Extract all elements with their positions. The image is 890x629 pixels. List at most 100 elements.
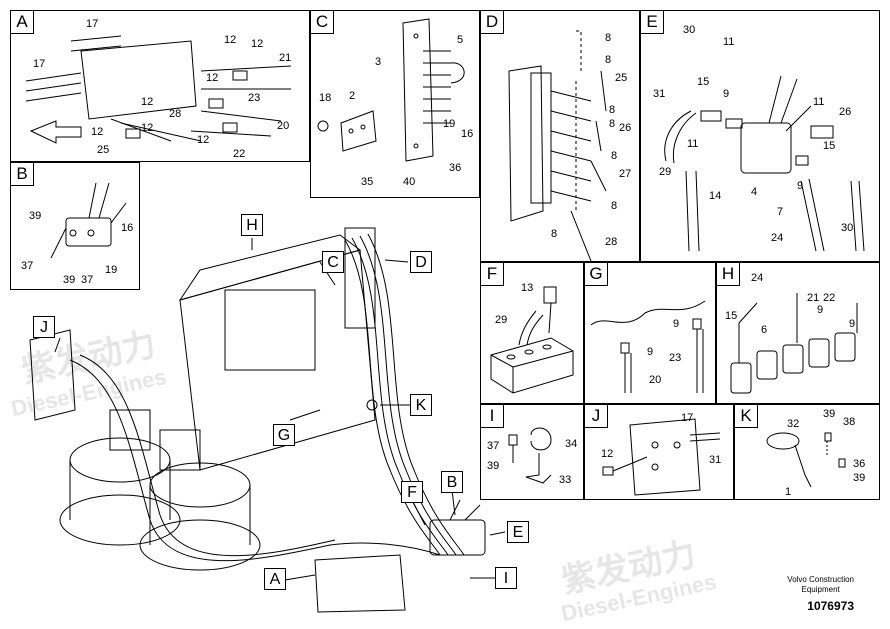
callout-label: 28	[169, 108, 182, 120]
callout-label: 12	[601, 448, 614, 460]
detail-panel-a: A 17 17 12 12 21 12 23 12 28 20 12 12 25…	[10, 10, 310, 162]
callout-label: 16	[461, 128, 474, 140]
callout-label: 24	[771, 232, 784, 244]
callout-label: 29	[495, 314, 508, 326]
detail-panel-f: F 13 29	[480, 262, 584, 404]
callout-label: 9	[849, 318, 856, 330]
tag-d: D	[410, 251, 432, 273]
callout-label: 12	[251, 38, 264, 50]
drawing-number: 1076973	[807, 599, 854, 613]
callout-label: 37	[81, 274, 94, 286]
callout-label: 37	[21, 260, 34, 272]
callout-label: 39	[853, 472, 866, 484]
callout-label: 17	[86, 18, 99, 30]
callout-label: 31	[653, 88, 666, 100]
callout-label: 19	[105, 264, 118, 276]
detail-panel-b: B 39 37 39 37 16 19	[10, 162, 140, 290]
callout-label: 5	[457, 34, 464, 46]
tag-e: E	[507, 521, 529, 543]
callout-label: 1	[785, 486, 792, 498]
control-lever-drawing	[50, 182, 127, 259]
callout-label: 15	[725, 310, 738, 322]
caption-line: Volvo Construction	[787, 575, 854, 584]
panel-letter: E	[641, 11, 664, 34]
callout-label: 18	[319, 92, 332, 104]
block-fitting-drawing	[490, 286, 574, 394]
callout-label: 22	[233, 148, 246, 160]
callout-label: 38	[843, 416, 856, 428]
callout-label: 35	[361, 176, 374, 188]
callout-label: 17	[33, 58, 46, 70]
callout-label: 15	[697, 76, 710, 88]
callout-label: 7	[777, 206, 784, 218]
callout-label: 23	[248, 92, 261, 104]
callout-label: 25	[97, 144, 110, 156]
detail-panel-j: J 17 12 31	[584, 404, 734, 500]
tag-g: G	[273, 424, 295, 446]
pilot-valve-drawing	[664, 75, 865, 252]
hose-plate-drawing	[25, 35, 292, 144]
callout-label: 9	[797, 180, 804, 192]
callout-label: 33	[559, 474, 572, 486]
detail-panel-h: H 24 21 22 15 6 9 9	[716, 262, 880, 404]
distributor-block-drawing	[317, 18, 465, 162]
callout-label: 12	[141, 96, 154, 108]
hose-bracket-drawing	[508, 30, 607, 262]
detail-panel-i: I 37 34 39 33	[480, 404, 584, 500]
callout-label: 16	[121, 222, 134, 234]
callout-label: 12	[91, 126, 104, 138]
callout-label: 21	[807, 292, 820, 304]
tag-a: A	[264, 568, 286, 590]
callout-label: 39	[487, 460, 500, 472]
callout-label: 26	[839, 106, 852, 118]
callout-label: 2	[349, 90, 356, 102]
callout-label: 14	[709, 190, 722, 202]
caption-line: Equipment	[801, 585, 840, 594]
manufacturer-caption: Volvo Construction Equipment	[787, 575, 854, 595]
callout-label: 12	[141, 122, 154, 134]
detail-panel-c: C 5 3 18 2 19 16 35 40 36	[310, 10, 480, 198]
callout-label: 39	[823, 408, 836, 420]
callout-label: 17	[681, 412, 694, 424]
callout-label: 20	[649, 374, 662, 386]
valve-bank-drawing	[730, 293, 858, 394]
tag-k: K	[410, 394, 432, 416]
callout-label: 9	[647, 346, 654, 358]
detail-panel-k: K 32 39 38 1 36 39	[734, 404, 880, 500]
panel-letter: J	[585, 405, 608, 428]
callout-label: 31	[709, 454, 722, 466]
callout-label: 26	[619, 122, 632, 134]
callout-label: 20	[277, 120, 290, 132]
callout-label: 6	[761, 324, 768, 336]
tag-c: C	[322, 251, 344, 273]
panel-letter: B	[11, 163, 34, 186]
callout-label: 28	[605, 236, 618, 248]
callout-label: 36	[853, 458, 866, 470]
callout-label: 8	[611, 150, 618, 162]
tag-j: J	[33, 316, 55, 338]
panel-letter: A	[11, 11, 34, 34]
detail-panel-d: D 8 8 25 8 8 26 8 27 8 8 28	[480, 10, 640, 262]
callout-label: 3	[375, 56, 382, 68]
callout-label: 23	[669, 352, 682, 364]
panel-letter: K	[735, 405, 758, 428]
tag-i: I	[495, 567, 517, 589]
clamp-drawing	[508, 427, 552, 484]
callout-label: 9	[673, 318, 680, 330]
callout-label: 4	[751, 186, 758, 198]
callout-label: 15	[823, 140, 836, 152]
callout-label: 30	[841, 222, 854, 234]
callout-label: 12	[197, 134, 210, 146]
callout-label: 12	[206, 72, 219, 84]
valve-ports-drawing	[590, 300, 706, 393]
callout-label: 9	[817, 304, 824, 316]
bracket-clamp-drawing	[766, 432, 846, 488]
callout-label: 36	[449, 162, 462, 174]
callout-label: 11	[687, 138, 699, 150]
callout-label: 8	[551, 228, 558, 240]
callout-label: 19	[443, 118, 456, 130]
callout-label: 8	[611, 200, 618, 212]
callout-label: 27	[619, 168, 632, 180]
tag-b: B	[441, 471, 463, 493]
callout-label: 24	[751, 272, 764, 284]
